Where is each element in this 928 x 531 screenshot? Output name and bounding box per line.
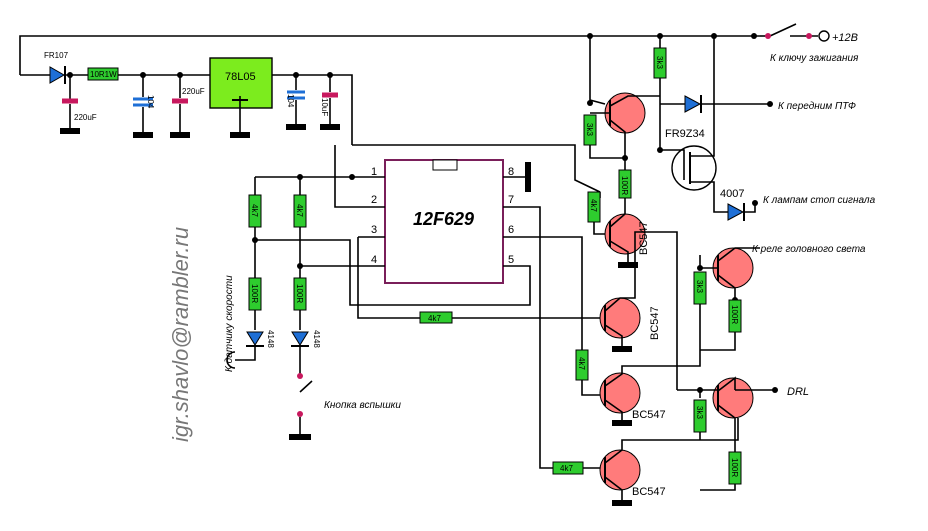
input-diode-label: FR107 <box>44 51 69 60</box>
r-sensor-series-label: 100R <box>250 284 259 303</box>
r-q4-base-label: 4k7 <box>560 464 573 473</box>
stop-diode <box>727 203 745 221</box>
regulator <box>209 57 273 109</box>
mcu-label: 12F629 <box>413 209 474 229</box>
sensor-diode <box>246 331 264 347</box>
pin-5: 5 <box>508 254 514 266</box>
pin-3: 3 <box>371 224 377 236</box>
flash-button-label: Кнопка вспышки <box>324 400 401 411</box>
button-diode-label: 4148 <box>312 330 321 348</box>
speed-sensor-label: К датчику скорости <box>224 275 235 372</box>
sensor-diode-label: 4148 <box>266 330 275 348</box>
supply-label: +12В <box>832 32 858 44</box>
c5-label: 10uF <box>320 98 329 116</box>
author-email: igr.shavlo@rambler.ru <box>168 227 193 442</box>
q4-label: BC547 <box>632 486 666 498</box>
c2-label: 104 <box>146 95 155 109</box>
r-head-base-label: 3k3 <box>695 280 704 293</box>
q1-label: BC547 <box>638 221 650 255</box>
capacitor-c3 <box>170 75 190 138</box>
r-q1-base-label: 4k7 <box>589 199 598 212</box>
ignition-label: К ключу зажигания <box>770 53 859 64</box>
r-sensor-pull-label: 4k7 <box>250 204 259 217</box>
pin-6: 6 <box>508 224 514 236</box>
c4-label: 104 <box>286 94 295 108</box>
q3-label: BC547 <box>632 409 666 421</box>
r-q0-emitter-label: 100R <box>620 176 629 195</box>
pin-7: 7 <box>508 194 514 206</box>
r-mid-label: 4k7 <box>428 314 441 323</box>
input-resistor-label: 10R1W <box>90 70 117 79</box>
pin-8: 8 <box>508 166 514 178</box>
button-diode <box>291 331 309 347</box>
r-drl-emitter-label: 100R <box>730 458 739 477</box>
pin-4: 4 <box>371 254 377 266</box>
stop-label: К лампам стоп сигнала <box>763 195 876 206</box>
input-resistor <box>87 67 119 81</box>
mcu-chip <box>384 159 504 284</box>
capacitor-c1 <box>60 75 80 134</box>
stop-diode-label: 4007 <box>720 188 744 200</box>
button-ground <box>289 434 311 440</box>
capacitor-c2 <box>133 75 153 138</box>
c3-label: 220uF <box>182 87 205 96</box>
head-relay-label: К реле головного света <box>752 244 866 255</box>
r-top-label: 3k3 <box>655 56 664 69</box>
fog-diode <box>684 95 702 113</box>
pin-2: 2 <box>371 194 377 206</box>
capacitor-c5 <box>320 75 340 130</box>
r-head-emitter-label: 100R <box>730 305 739 324</box>
r-drl-base-label: 3k3 <box>695 406 704 419</box>
r-button-series-label: 100R <box>295 284 304 303</box>
drl-label: DRL <box>787 386 809 398</box>
mosfet-label: FR9Z34 <box>665 128 705 140</box>
r-head-base <box>693 271 707 305</box>
regulator-label: 78L05 <box>225 71 256 83</box>
supply-rail <box>19 23 830 76</box>
r-q0-base-label: 3k3 <box>585 123 594 136</box>
r-q3-base-label: 4k7 <box>577 357 586 370</box>
q2-label: BC547 <box>649 306 661 340</box>
r-button-pull-label: 4k7 <box>295 204 304 217</box>
front-fog-label: К передним ПТФ <box>778 101 856 112</box>
input-diode <box>49 66 66 84</box>
capacitor-c4 <box>286 75 306 130</box>
c1-label: 220uF <box>74 113 97 122</box>
pin-1: 1 <box>371 166 377 178</box>
mosfet <box>671 145 717 191</box>
